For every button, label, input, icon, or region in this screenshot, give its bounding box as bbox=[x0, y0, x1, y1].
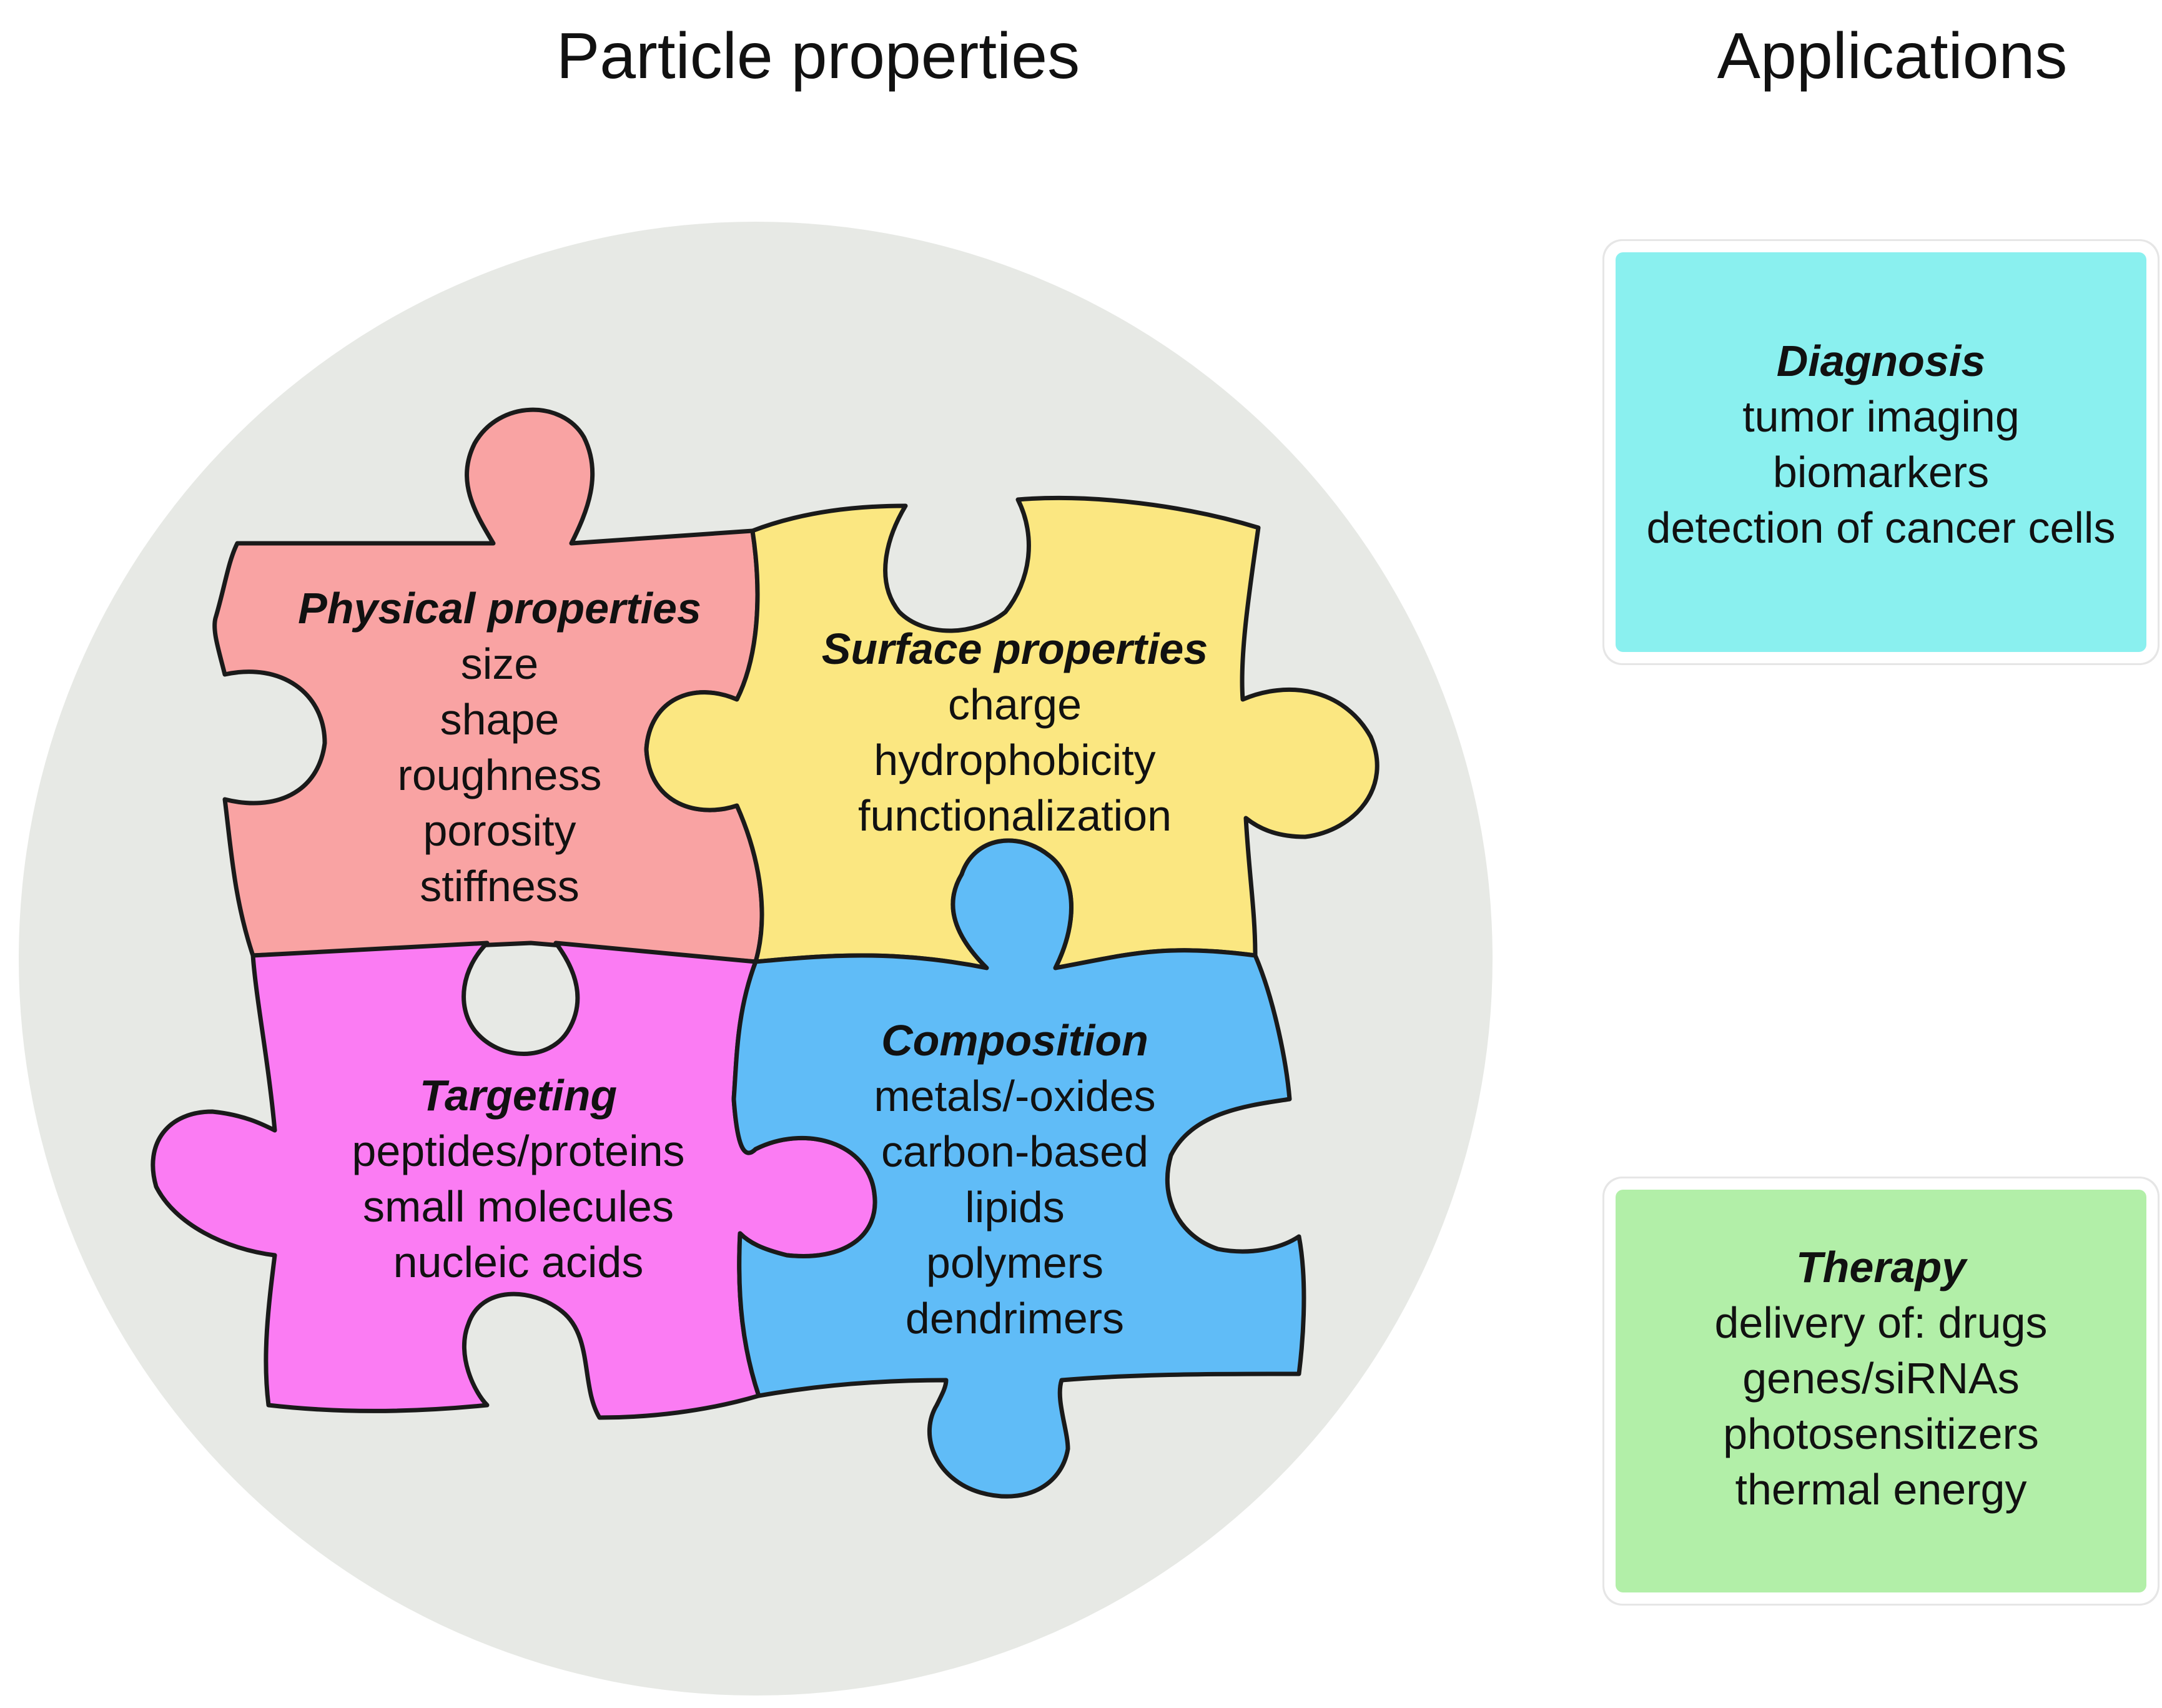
puzzle-piece-surface bbox=[644, 495, 1380, 970]
applications-heading: Applications bbox=[1717, 20, 2068, 92]
composition-item: carbon-based bbox=[881, 1127, 1149, 1176]
puzzle-piece-composition bbox=[731, 838, 1306, 1499]
targeting-title: Targeting bbox=[419, 1071, 618, 1120]
surface-item: charge bbox=[947, 680, 1082, 729]
targeting-label: Targeting peptides/proteins small molecu… bbox=[269, 1068, 768, 1290]
surface-item: functionalization bbox=[858, 791, 1172, 840]
composition-label: Composition metals/-oxides carbon-based … bbox=[765, 1013, 1265, 1346]
diagnosis-item: detection of cancer cells bbox=[1646, 503, 2116, 552]
diagnosis-item: tumor imaging bbox=[1742, 392, 2020, 441]
physical-item: shape bbox=[440, 695, 560, 744]
therapy-box: Therapy delivery of: drugs genes/siRNAs … bbox=[1616, 1190, 2146, 1592]
composition-title: Composition bbox=[881, 1016, 1148, 1065]
diagnosis-item: biomarkers bbox=[1772, 448, 1990, 496]
particle-properties-heading: Particle properties bbox=[556, 20, 1080, 92]
therapy-title: Therapy bbox=[1795, 1243, 1967, 1291]
surface-properties-label: Surface properties charge hydrophobicity… bbox=[765, 621, 1265, 844]
physical-item: stiffness bbox=[420, 862, 580, 911]
therapy-item: genes/siRNAs bbox=[1742, 1354, 2020, 1403]
physical-item: porosity bbox=[423, 806, 576, 855]
physical-properties-title: Physical properties bbox=[298, 584, 701, 633]
diagnosis-title: Diagnosis bbox=[1776, 337, 1986, 385]
composition-item: polymers bbox=[926, 1238, 1103, 1287]
diagnosis-box: Diagnosis tumor imaging biomarkers detec… bbox=[1616, 252, 2146, 652]
physical-properties-label: Physical properties size shape roughness… bbox=[250, 581, 749, 914]
physical-item: size bbox=[460, 639, 539, 688]
therapy-item: delivery of: drugs bbox=[1714, 1298, 2048, 1347]
composition-item: dendrimers bbox=[905, 1294, 1125, 1343]
therapy-item: photosensitizers bbox=[1723, 1409, 2039, 1458]
physical-item: roughness bbox=[397, 751, 602, 799]
surface-properties-title: Surface properties bbox=[821, 624, 1208, 673]
targeting-item: small molecules bbox=[363, 1182, 674, 1231]
therapy-item: thermal energy bbox=[1735, 1465, 2027, 1514]
composition-item: lipids bbox=[965, 1183, 1065, 1232]
composition-item: metals/-oxides bbox=[874, 1072, 1156, 1120]
targeting-item: peptides/proteins bbox=[352, 1127, 685, 1175]
surface-item: hydrophobicity bbox=[874, 736, 1156, 784]
targeting-item: nucleic acids bbox=[393, 1238, 644, 1286]
